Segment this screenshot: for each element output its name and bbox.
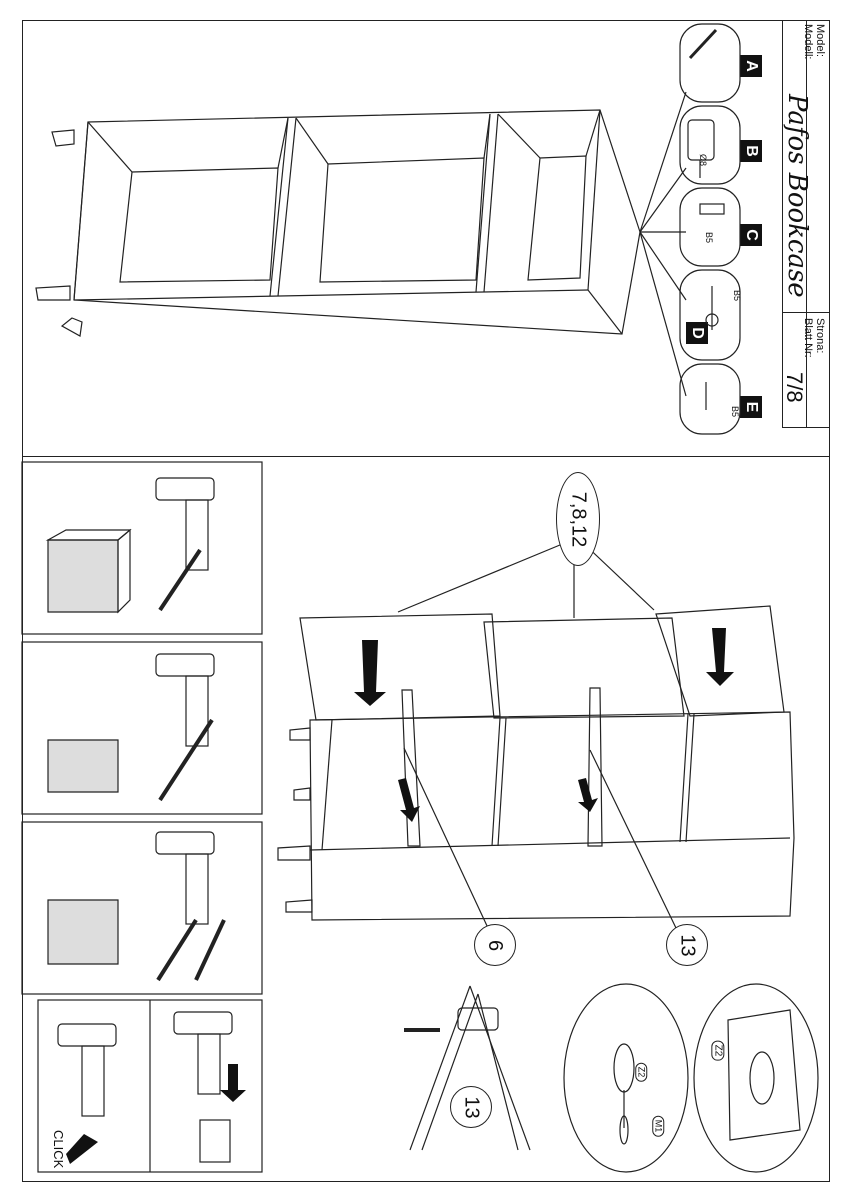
z2-label-pad: Z2 bbox=[711, 1040, 725, 1061]
callout-doors: 7,8,12 bbox=[556, 472, 600, 566]
callout-shelf-13: 13 bbox=[666, 924, 708, 966]
foot-detail-circle bbox=[563, 983, 689, 1173]
callout-shelf-6: 6 bbox=[474, 924, 516, 966]
click-label: CLICK bbox=[51, 1130, 66, 1169]
bookcase-body bbox=[309, 711, 795, 921]
hinge-panel-3 bbox=[21, 821, 263, 995]
hinge-panel-1 bbox=[21, 461, 263, 635]
m1-label: M1 bbox=[652, 1115, 665, 1137]
section-divider bbox=[22, 456, 830, 457]
z2-label-foot: Z2 bbox=[635, 1062, 648, 1082]
title-block-inner-line bbox=[806, 20, 807, 428]
door-right bbox=[655, 605, 785, 717]
pad-detail-circle bbox=[693, 983, 819, 1173]
hinge-panel-2 bbox=[21, 641, 263, 815]
door-left bbox=[299, 613, 501, 721]
callout-hinge-13: 13 bbox=[450, 1086, 492, 1128]
door-middle bbox=[483, 617, 685, 719]
